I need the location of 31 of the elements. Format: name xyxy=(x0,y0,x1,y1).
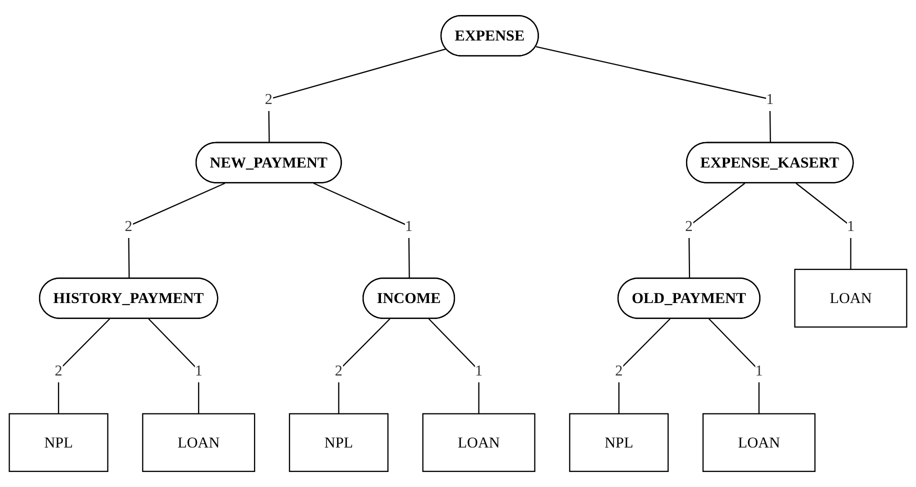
edge-label: 2 xyxy=(334,361,343,379)
connector xyxy=(313,182,410,279)
connector xyxy=(128,182,226,279)
node-box: LOAN xyxy=(422,413,536,472)
edge-label: 1 xyxy=(475,361,483,379)
edge-label: 2 xyxy=(54,361,62,379)
node-box: LOAN xyxy=(142,413,256,472)
connector xyxy=(796,182,852,270)
connector xyxy=(688,182,746,279)
edge-label: 1 xyxy=(194,361,202,379)
connector xyxy=(268,48,446,144)
edge-label: 1 xyxy=(755,361,763,379)
edge-label: 1 xyxy=(846,217,855,234)
connector xyxy=(338,318,390,414)
connector xyxy=(708,318,760,414)
edge-label: 2 xyxy=(685,217,693,234)
connector xyxy=(148,318,200,414)
node-box: LOAN xyxy=(702,413,816,472)
edge-label: 2 xyxy=(124,217,132,234)
edge-label: 1 xyxy=(766,90,774,108)
node-box: NPL xyxy=(569,413,669,472)
connector xyxy=(536,46,772,144)
node-box: LOAN xyxy=(794,268,908,328)
connector xyxy=(428,318,480,414)
connector xyxy=(618,318,670,414)
edge-label: 2 xyxy=(615,361,623,379)
node-box: NPL xyxy=(288,413,389,472)
edge-label: 1 xyxy=(404,217,413,234)
edge-label: 2 xyxy=(264,90,272,108)
node-box: NPL xyxy=(8,413,108,472)
connector xyxy=(58,318,110,414)
